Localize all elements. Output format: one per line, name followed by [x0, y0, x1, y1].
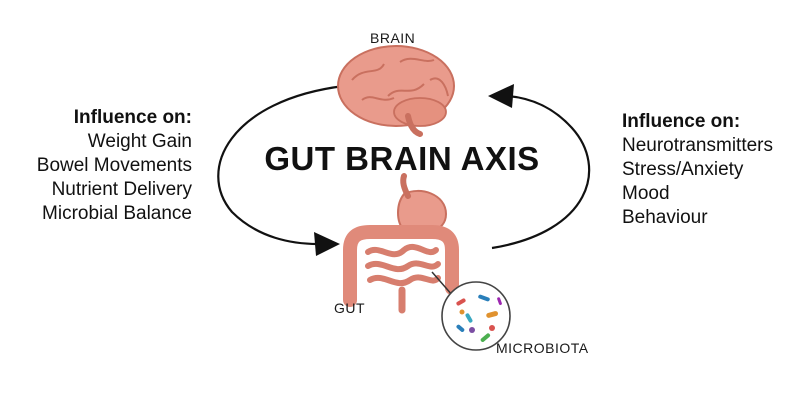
brain-label: BRAIN — [370, 30, 416, 46]
left-influence-item: Bowel Movements — [36, 155, 192, 176]
right-influence-item: Mood — [622, 183, 670, 204]
left-influence-item: Weight Gain — [87, 131, 192, 152]
right-influence-item: Neurotransmitters — [622, 135, 773, 156]
right-influence-item: Stress/Anxiety — [622, 159, 744, 180]
microbiota-icon — [441, 281, 511, 351]
brain-icon — [337, 45, 455, 137]
right-influence-list: Influence on: Neurotransmitters Stress/A… — [622, 110, 773, 230]
right-influence-item: Behaviour — [622, 207, 708, 228]
right-arrowhead — [488, 84, 514, 108]
left-arrowhead — [314, 232, 340, 256]
left-arc-arrow — [217, 84, 345, 246]
left-influence-item: Nutrient Delivery — [51, 179, 192, 200]
gut-label: GUT — [334, 300, 366, 316]
left-influence-heading: Influence on: — [73, 107, 192, 128]
gut-icon — [343, 173, 459, 314]
left-influence-list: Influence on: Weight Gain Bowel Movement… — [37, 106, 192, 226]
right-influence-heading: Influence on: — [622, 111, 741, 132]
left-influence-item: Microbial Balance — [42, 203, 192, 224]
microbiota-label: MICROBIOTA — [496, 340, 589, 356]
right-arc-arrow — [491, 94, 591, 250]
diagram-title: GUT BRAIN AXIS — [264, 140, 540, 177]
